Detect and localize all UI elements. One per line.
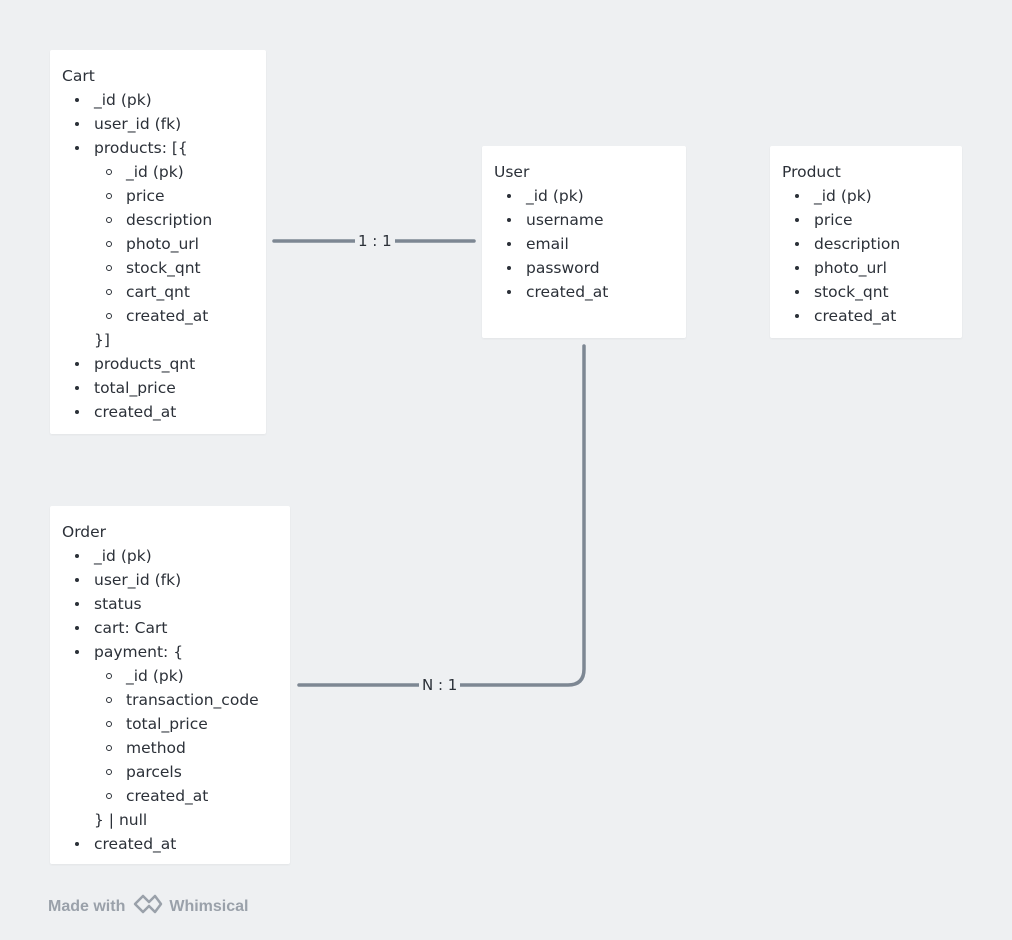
whimsical-logo-icon — [133, 892, 163, 921]
field: stock_qnt — [782, 280, 950, 304]
nested-field: transaction_code — [62, 688, 278, 712]
field-close: }] — [94, 331, 110, 349]
order-user-connector — [297, 344, 586, 687]
nested-field: stock_qnt — [62, 256, 254, 280]
entity-title: Product — [782, 163, 841, 181]
field: password — [494, 256, 674, 280]
cart-entity[interactable]: Cart _id (pk) user_id (fk) products: [{ … — [50, 50, 266, 434]
field-close: } | null — [94, 811, 148, 829]
field: description — [782, 232, 950, 256]
field: payment: { — [62, 640, 278, 664]
entity-title: Cart — [62, 67, 95, 85]
order-user-cardinality: N : 1 — [419, 676, 461, 694]
entity-title: User — [494, 163, 530, 181]
field: user_id (fk) — [62, 112, 254, 136]
whimsical-watermark[interactable]: Made with Whimsical — [48, 892, 248, 921]
field: status — [62, 592, 278, 616]
field: user_id (fk) — [62, 568, 278, 592]
field: _id (pk) — [494, 184, 674, 208]
entity-title: Order — [62, 523, 107, 541]
nested-field: created_at — [62, 784, 278, 808]
field: _id (pk) — [62, 88, 254, 112]
field: cart: Cart — [62, 616, 278, 640]
field: total_price — [62, 376, 254, 400]
field: products: [{ — [62, 136, 254, 160]
nested-field: _id (pk) — [62, 664, 278, 688]
field: created_at — [62, 832, 278, 856]
field-list: _id (pk) user_id (fk) products: [{ _id (… — [62, 88, 254, 424]
field: _id (pk) — [782, 184, 950, 208]
field: email — [494, 232, 674, 256]
cart-user-cardinality: 1 : 1 — [355, 232, 395, 250]
field-list: _id (pk) user_id (fk) status cart: Cart … — [62, 544, 278, 856]
field: _id (pk) — [62, 544, 278, 568]
user-entity[interactable]: User _id (pk) username email password cr… — [482, 146, 686, 338]
field: photo_url — [782, 256, 950, 280]
watermark-prefix: Made with — [48, 897, 126, 915]
field-list: _id (pk) price description photo_url sto… — [782, 184, 950, 328]
product-entity[interactable]: Product _id (pk) price description photo… — [770, 146, 962, 338]
field: price — [782, 208, 950, 232]
nested-field: parcels — [62, 760, 278, 784]
field-list: _id (pk) username email password created… — [494, 184, 674, 304]
order-entity[interactable]: Order _id (pk) user_id (fk) status cart:… — [50, 506, 290, 864]
nested-field: created_at — [62, 304, 254, 328]
field: created_at — [494, 280, 674, 304]
nested-field: photo_url — [62, 232, 254, 256]
field: created_at — [782, 304, 950, 328]
field: products_qnt — [62, 352, 254, 376]
field: username — [494, 208, 674, 232]
field: created_at — [62, 400, 254, 424]
nested-field: description — [62, 208, 254, 232]
nested-field: method — [62, 736, 278, 760]
nested-field: price — [62, 184, 254, 208]
nested-field: _id (pk) — [62, 160, 254, 184]
watermark-brand: Whimsical — [169, 897, 249, 915]
nested-field: total_price — [62, 712, 278, 736]
nested-field: cart_qnt — [62, 280, 254, 304]
